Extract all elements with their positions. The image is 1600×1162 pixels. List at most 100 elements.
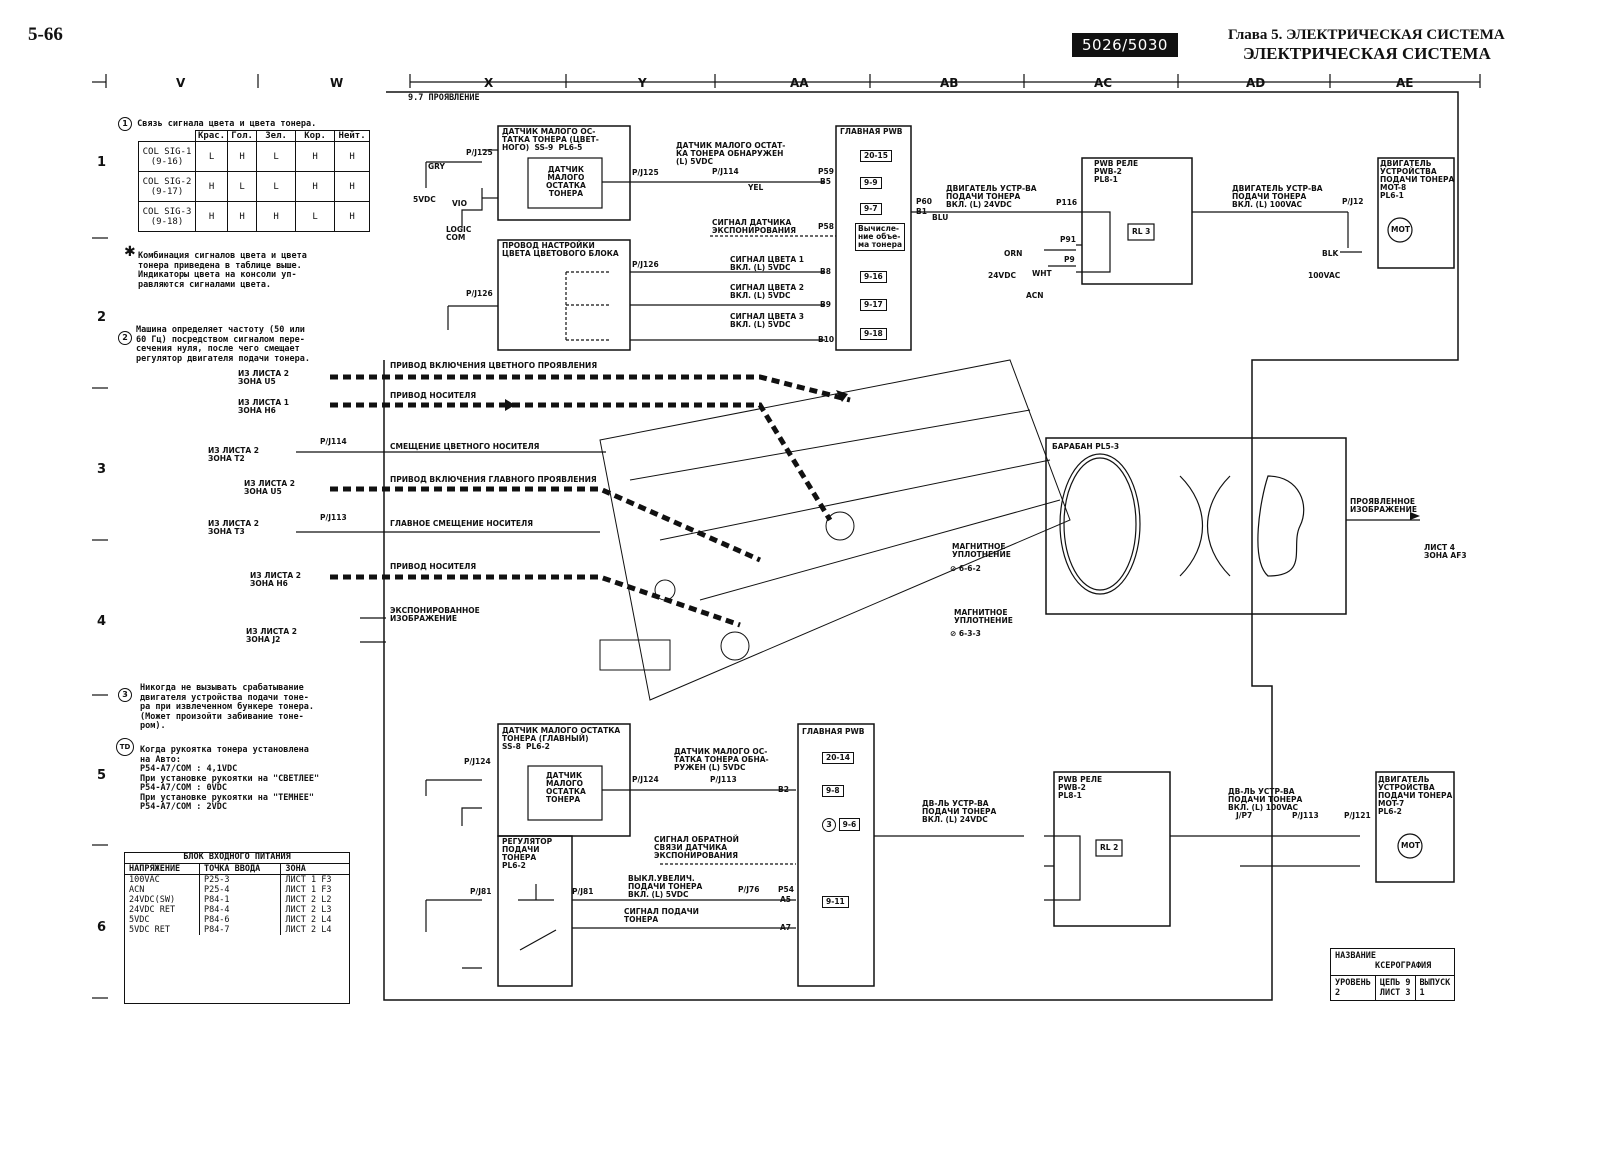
table-cell: H — [227, 201, 258, 232]
harness-source: ИЗ ЛИСТА 2 ЗОНА H6 — [250, 571, 301, 588]
voltage-label: 5VDC — [413, 195, 436, 204]
connector-label: P/J12 — [1342, 197, 1364, 206]
table-cell: P25-3 — [198, 874, 281, 885]
power-table-box: БЛОК ВХОДНОГО ПИТАНИЯ НАПРЯЖЕНИЕ ТОЧКА В… — [124, 852, 350, 1004]
harness-label: ГЛАВНОЕ СМЕЩЕНИЕ НОСИТЕЛЯ — [390, 519, 534, 528]
ref-label: 9-7 — [860, 203, 882, 215]
wire-color: BLU — [932, 213, 949, 222]
relay-label: PWB РЕЛЕ PWB-2 PL8-1 — [1058, 775, 1103, 800]
signal-label: ДВ-ЛЬ УСТР-ВА ПОДАЧИ ТОНЕРА ВКЛ. (L) 100… — [1228, 787, 1303, 812]
table-cell: ЛИСТ 2 L4 — [280, 914, 349, 925]
drum-output-label: ПРОЯВЛЕННОЕ ИЗОБРАЖЕНИЕ — [1350, 497, 1417, 514]
column-label: W — [330, 76, 344, 90]
column-label: V — [176, 76, 186, 90]
main-pwb-bottom — [797, 723, 875, 987]
color-wire-label: ПРОВОД НАСТРОЙКИ ЦВЕТА ЦВЕТОВОГО БЛОКА — [502, 241, 619, 258]
seal-ref: ⊘ 6-6-2 — [950, 564, 981, 573]
table-header: ЗОНА — [280, 863, 349, 875]
signal-label: СИГНАЛ ЦВЕТА 1 ВКЛ. (L) 5VDC — [730, 255, 805, 272]
connector-label: P/J113 — [320, 513, 347, 522]
ref-label: 9-17 — [860, 299, 887, 311]
diagram-section-title: 9.7 ПРОЯВЛЕНИЕ — [408, 93, 480, 103]
pin-label: B1 — [916, 207, 927, 216]
voltage-label: VIO — [452, 199, 467, 208]
connector-label: P/J124 — [632, 775, 659, 784]
row-label: 2 — [97, 310, 107, 325]
connector-label: P9 — [1064, 255, 1075, 264]
developer-unit-sketch — [599, 359, 1071, 701]
harness-source: ИЗ ЛИСТА 2 ЗОНА T3 — [208, 519, 259, 536]
voltage-label: 100VAC — [1308, 271, 1341, 280]
table-cell: L — [295, 201, 336, 232]
table-cell: H — [334, 201, 371, 232]
table-cell: H — [295, 171, 336, 202]
relay-box-top — [1081, 157, 1193, 285]
table-row-label: COL SIG-2 (9-17) — [138, 171, 196, 202]
drum-label: БАРАБАН PL5-3 — [1052, 442, 1120, 451]
harness-label: ЭКСПОНИРОВАННОЕ ИЗОБРАЖЕНИЕ — [390, 606, 480, 623]
column-label: AD — [1246, 76, 1266, 90]
row-label: 4 — [97, 614, 107, 629]
table-cell: H — [194, 201, 229, 232]
harness-source: ИЗ ЛИСТА 2 ЗОНА U5 — [244, 479, 295, 496]
connector-label: P91 — [1060, 235, 1076, 244]
column-label: AA — [790, 76, 809, 90]
motor-box-top — [1377, 157, 1455, 269]
table-cell: L — [256, 171, 297, 202]
row-label: 5 — [97, 768, 107, 783]
connector-label: P/J113 — [710, 775, 737, 784]
signal-label: ДАТЧИК МАЛОГО ОС- ТАТКА ТОНЕРА ОБНА- РУЖ… — [674, 747, 769, 772]
motor-icon: MOT — [1391, 225, 1410, 234]
harness-color-drive — [330, 374, 851, 403]
signal-label: СИГНАЛ ЦВЕТА 3 ВКЛ. (L) 5VDC — [730, 312, 805, 329]
table-cell: 24VDC RET — [129, 904, 176, 915]
td-marker: TD — [116, 734, 134, 756]
wire-color: WHT — [1032, 269, 1052, 278]
ref-label: 3 9-6 — [822, 818, 861, 832]
harness-label: ПРИВОД ВКЛЮЧЕНИЯ ГЛАВНОГО ПРОЯВЛЕНИЯ — [390, 475, 597, 484]
harness-source: ИЗ ЛИСТА 2 ЗОНА T2 — [208, 446, 259, 463]
note-2-marker: 2 — [118, 325, 132, 345]
connector-label: P/J113 — [1292, 811, 1319, 820]
signal-label: СИГНАЛ ОБРАТНОЙ СВЯЗИ ДАТЧИКА ЭКСПОНИРОВ… — [654, 835, 739, 860]
asterisk-icon: ✱ — [124, 244, 136, 260]
relay-id: RL 3 — [1132, 227, 1151, 236]
ref-label: 9-16 — [860, 271, 887, 283]
column-label: AB — [940, 76, 959, 90]
ground-label: LOGIC COM — [446, 225, 472, 242]
color-wire-box — [497, 239, 631, 351]
pin-label: B8 — [820, 267, 831, 276]
note-marker: 1 — [118, 117, 132, 131]
issue-value: 1 — [1419, 988, 1425, 998]
table-cell: P84-4 — [198, 904, 281, 915]
note-1: 1 Связь сигнала цвета и цвета тонера. — [118, 111, 316, 131]
pin-label: B9 — [820, 300, 831, 309]
column-label: AC — [1094, 76, 1113, 90]
power-table-title: БЛОК ВХОДНОГО ПИТАНИЯ — [125, 852, 349, 864]
connector-label: P58 — [818, 222, 834, 231]
connector-label: P/J114 — [712, 167, 739, 176]
chapter-title: Глава 5. ЭЛЕКТРИЧЕСКАЯ СИСТЕМА — [1228, 27, 1505, 43]
title-name-label: НАЗВАНИЕ — [1335, 951, 1376, 961]
ref-icon: ⊘ — [950, 629, 957, 638]
relay-box-bottom — [1053, 771, 1171, 927]
connector-label: P/J126 — [466, 289, 493, 298]
table-header: Гол. — [227, 130, 258, 142]
signal-label: СИГНАЛ ДАТЧИКА ЭКСПОНИРОВАНИЯ — [712, 218, 797, 235]
ref-icon: ⊘ — [950, 564, 957, 573]
signal-label: ДВИГАТЕЛЬ УСТР-ВА ПОДАЧИ ТОНЕРА ВКЛ. (L)… — [946, 184, 1037, 209]
motor-icon: MOT — [1401, 841, 1420, 850]
wire-color: YEL — [748, 183, 764, 192]
connector-label: P/J125 — [632, 168, 659, 177]
connector-label: P/J121 — [1344, 811, 1371, 820]
table-cell: P25-4 — [198, 884, 281, 895]
regulator-box — [497, 835, 573, 987]
sensor-inner-label: ДАТЧИК МАЛОГО ОСТАТКА ТОНЕРА — [546, 165, 586, 198]
table-cell: L — [194, 141, 229, 172]
motor-label: ДВИГАТЕЛЬ УСТРОЙСТВА ПОДАЧИ ТОНЕРА MOT-8… — [1380, 159, 1455, 200]
connector-label: J/P7 — [1236, 811, 1253, 820]
connector-label: P/J81 — [572, 887, 594, 896]
table-header: Кор. — [295, 130, 336, 142]
